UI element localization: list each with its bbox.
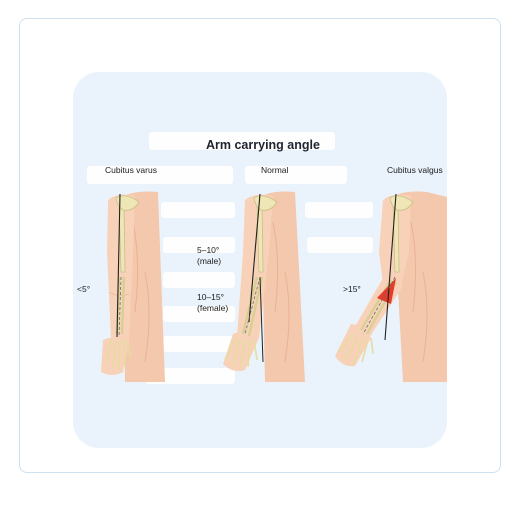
carrying-angle-illustration xyxy=(101,191,447,382)
normal-forearm-axis-line xyxy=(259,276,264,363)
label-strip xyxy=(149,132,335,150)
diagram-title: Arm carrying angle xyxy=(206,138,320,152)
label-strip xyxy=(163,306,235,322)
normal-axis-line xyxy=(248,193,261,323)
angle-female-value: 10–15° xyxy=(197,292,225,302)
label-strip xyxy=(163,272,235,288)
label-strip xyxy=(163,237,235,253)
angle-valgus: >15° xyxy=(343,284,361,294)
angle-varus: <5° xyxy=(77,284,91,294)
diagram-panel: Arm carrying angle Cubitus varus Normal … xyxy=(73,72,447,448)
normal-arm xyxy=(223,191,305,382)
label-cubitus-valgus: Cubitus valgus xyxy=(387,165,443,175)
label-strip xyxy=(307,237,373,253)
valgus-angle-highlight xyxy=(377,278,396,304)
label-normal: Normal xyxy=(261,165,289,175)
angle-male-value: 5–10° xyxy=(197,245,220,255)
valgus-arm xyxy=(335,191,447,382)
normal-torso xyxy=(261,191,305,382)
label-strip xyxy=(161,202,235,218)
angle-female-note: (female) xyxy=(197,303,229,313)
valgus-axis-line xyxy=(384,193,397,341)
label-cubitus-varus: Cubitus varus xyxy=(105,165,157,175)
angle-male-note: (male) xyxy=(197,256,222,266)
label-strip xyxy=(245,166,347,184)
label-strip xyxy=(305,202,373,218)
label-strip xyxy=(163,336,235,352)
label-strip xyxy=(145,368,235,384)
varus-shoulder-bone xyxy=(115,195,140,211)
varus-arm xyxy=(101,191,165,382)
varus-axis-line xyxy=(116,193,121,338)
varus-torso xyxy=(123,191,165,382)
label-strip xyxy=(87,166,233,184)
normal-arm-skin xyxy=(237,194,273,342)
